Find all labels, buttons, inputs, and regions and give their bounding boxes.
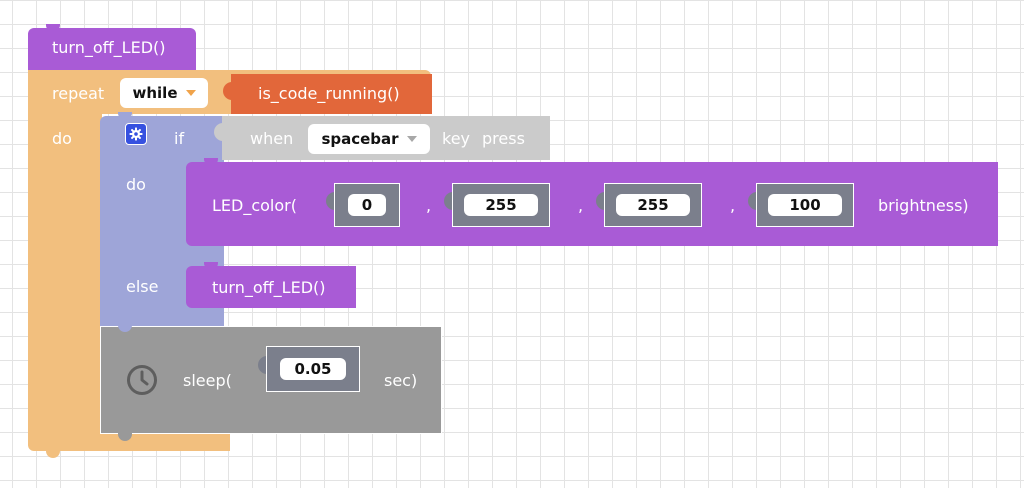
- if-top-notch: [118, 112, 132, 120]
- repeat-mode-dropdown[interactable]: while: [120, 78, 208, 108]
- key-dropdown[interactable]: spacebar: [308, 124, 430, 154]
- sleep-arg-tab: [258, 356, 268, 374]
- top-turn-off-led-label: turn_off_LED(): [52, 38, 166, 57]
- key-press-connector-tab: [214, 123, 224, 141]
- sleep-bottom-notch: [118, 433, 132, 441]
- arg-1-tab: [444, 192, 454, 210]
- if-else-label: else: [126, 277, 159, 296]
- sleep-sec-label: sec): [384, 371, 418, 390]
- if-label: if: [174, 129, 185, 148]
- sleep-top-notch: [118, 324, 132, 332]
- chevron-down-icon: [185, 90, 196, 96]
- repeat-footer: [28, 434, 230, 451]
- press-word-label: press: [482, 129, 525, 148]
- top-turn-off-led-block[interactable]: [28, 28, 196, 70]
- key-dropdown-value: spacebar: [321, 130, 399, 148]
- repeat-mode-value: while: [132, 84, 178, 102]
- gear-icon[interactable]: [125, 123, 147, 145]
- arg-2-tab: [596, 192, 606, 210]
- chevron-down-icon: [406, 136, 417, 142]
- is-code-running-block[interactable]: [231, 74, 432, 114]
- repeat-do-arm: [28, 110, 102, 440]
- clock-icon: [126, 364, 158, 396]
- else-turn-off-led-label: turn_off_LED(): [212, 278, 326, 297]
- separator-2: ,: [578, 196, 584, 215]
- separator-1: ,: [426, 196, 432, 215]
- arg-3-value[interactable]: 100: [768, 194, 842, 216]
- condition-connector-tab: [223, 82, 233, 100]
- arg-0-value[interactable]: 0: [348, 194, 386, 216]
- arg-3-tab: [748, 192, 758, 210]
- sleep-value[interactable]: 0.05: [280, 358, 346, 380]
- brightness-label: brightness): [878, 196, 969, 215]
- repeat-do-label: do: [52, 129, 72, 148]
- if-do-label: do: [126, 175, 146, 194]
- led-color-label: LED_color(: [212, 196, 297, 215]
- arg-1-value[interactable]: 255: [464, 194, 538, 216]
- is-code-running-label: is_code_running(): [258, 84, 400, 103]
- led-color-block[interactable]: [186, 162, 998, 246]
- else-turn-off-led-block[interactable]: [186, 266, 356, 308]
- separator-3: ,: [730, 196, 736, 215]
- arg-0-tab: [326, 192, 336, 210]
- key-press-when-label: when: [250, 129, 294, 148]
- key-word-label: key: [442, 129, 471, 148]
- repeat-label: repeat: [52, 84, 105, 103]
- arg-2-value[interactable]: 255: [616, 194, 690, 216]
- repeat-bottom-notch: [46, 450, 60, 458]
- sleep-label: sleep(: [183, 371, 232, 390]
